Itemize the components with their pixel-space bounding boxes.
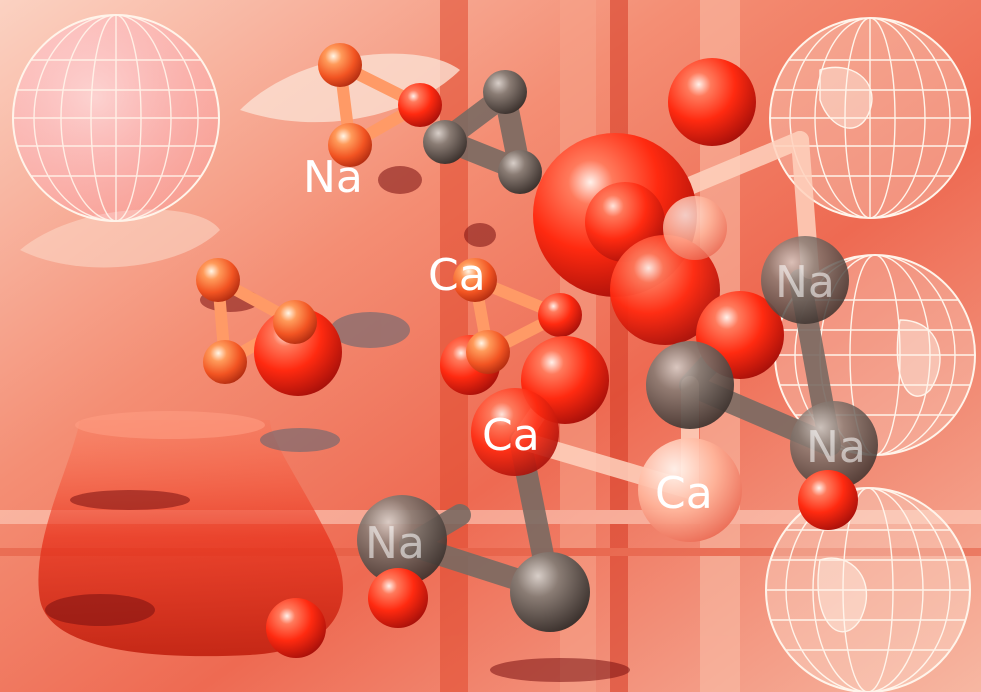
lens-shape (240, 53, 460, 123)
sphere-atom-icon (398, 83, 442, 127)
sphere-atom-icon (471, 388, 559, 476)
sphere-atom-icon (266, 598, 326, 658)
sphere-atom-icon (638, 438, 742, 542)
sphere-atom-icon (538, 293, 582, 337)
sphere-atom-icon (761, 236, 849, 324)
sphere-atom-icon (498, 150, 542, 194)
sphere-atom-icon (328, 123, 372, 167)
sphere-atom-icon (423, 120, 467, 164)
sphere-atom-icon (790, 401, 878, 489)
element-label-na: Na (303, 152, 363, 203)
sphere-atom-icon (196, 258, 240, 302)
element-label-na: Na (806, 422, 866, 473)
sphere-atom-icon (357, 495, 447, 585)
wireframe-globe-icon (12, 14, 220, 222)
sphere-atom-icon (318, 43, 362, 87)
element-label-na: Na (365, 518, 425, 569)
sphere-atom-icon (610, 235, 720, 345)
sphere-atom-icon (668, 58, 756, 146)
sphere-atom-icon (203, 340, 247, 384)
element-label-na: Na (775, 257, 835, 308)
wireframe-globe-icon (769, 17, 971, 219)
element-labels: Na Ca Na Ca Na Ca Na (303, 152, 866, 569)
sphere-atom-icon (646, 341, 734, 429)
element-label-ca: Ca (428, 250, 486, 301)
lens-shape-left (20, 209, 220, 268)
sphere-atom-icon (453, 258, 497, 302)
element-label-ca: Ca (655, 468, 713, 519)
sphere-atom-icon (368, 568, 428, 628)
sphere-atom-icon (663, 196, 727, 260)
sphere-atom-icon (466, 330, 510, 374)
sphere-atom-icon (510, 552, 590, 632)
element-label-ca: Ca (482, 410, 540, 461)
wireframe-globe-icon (765, 487, 971, 692)
sphere-atom-icon (273, 300, 317, 344)
sphere-atom-icon (483, 70, 527, 114)
molecule-atoms (196, 43, 878, 658)
sphere-atom-icon (798, 470, 858, 530)
flask-rim (75, 411, 265, 439)
